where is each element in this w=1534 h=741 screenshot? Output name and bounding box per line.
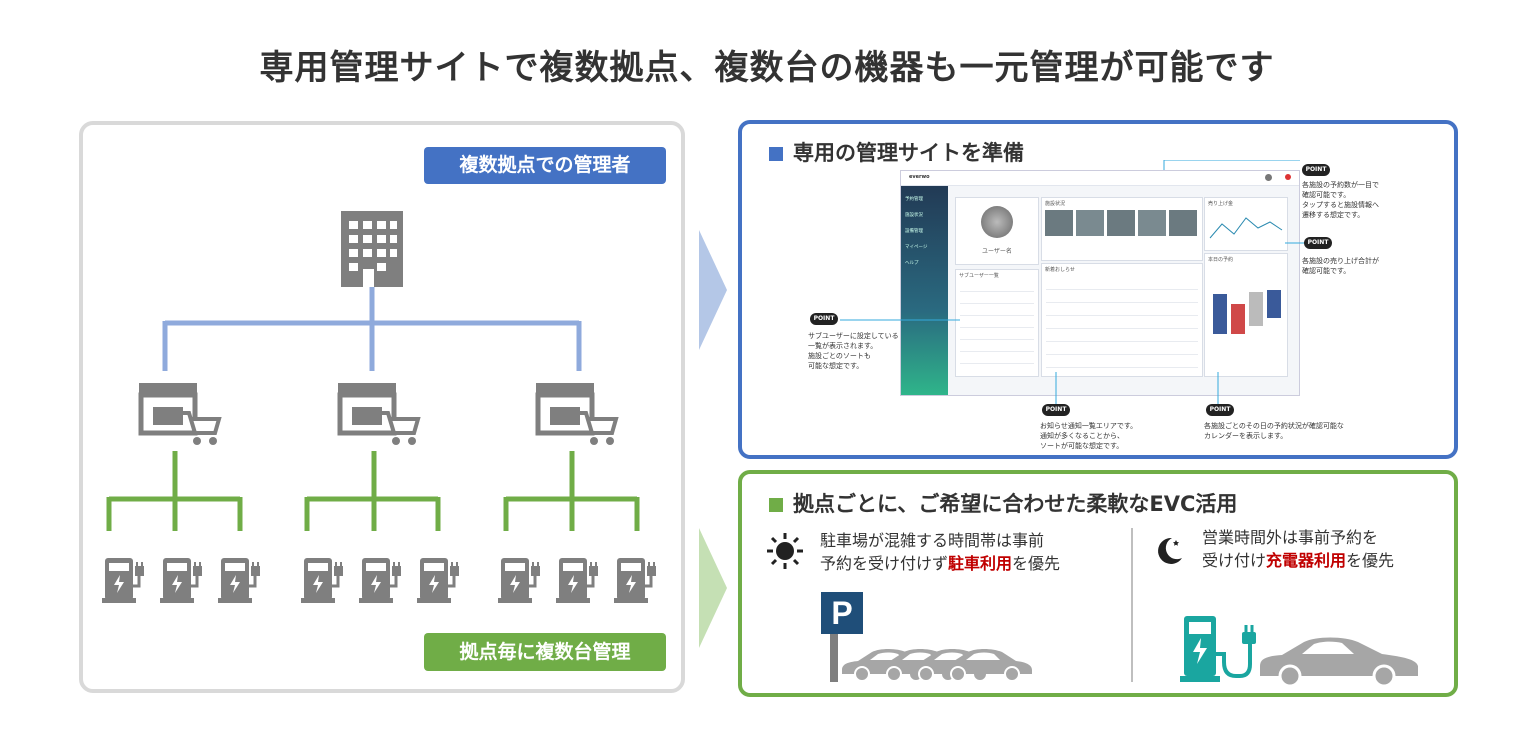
blue-tree-lines [162, 287, 582, 371]
peak-caption-pre: 予約を受け付けず [820, 554, 949, 573]
user-name: ユーザー名 [982, 248, 1012, 255]
ev-charging-icon [1180, 616, 1418, 686]
store-cart-icon [138, 383, 222, 445]
point-badge: POINT [1304, 237, 1332, 249]
ev-charger-icon [100, 556, 146, 605]
dashboard-logo: everwo [909, 174, 930, 180]
page-title: 専用管理サイトで複数拠点、複数台の機器も一元管理が可能です [259, 48, 1275, 88]
store-cart-icon [337, 383, 421, 445]
charger-icons [100, 556, 658, 605]
green-tree-lines [106, 451, 640, 531]
sidebar-item-mypage[interactable]: マイページ [905, 245, 928, 250]
after-hours-pre: 受け付け [1202, 551, 1267, 570]
note-news: お知らせ通知一覧エリアです。 通知が多くなることから、 ソートが可能な想定です。 [1040, 422, 1138, 450]
calendar-bar [1213, 294, 1227, 334]
subuser-list-title: サブユーザー一覧 [959, 273, 999, 279]
point-leader-lines [840, 160, 1305, 408]
ev-charger-icon [357, 556, 403, 605]
point-badge: POINT [1206, 404, 1234, 416]
ev-charger-icon [554, 556, 600, 605]
point-badge: POINT [1042, 404, 1070, 416]
sun-icon [767, 533, 803, 569]
divider [1131, 528, 1133, 682]
subuser-list-card: サブユーザー一覧 [955, 269, 1039, 377]
facility-thumbnail[interactable] [1076, 210, 1104, 236]
facility-thumbnail[interactable] [1169, 210, 1197, 236]
sidebar-item-equipment[interactable]: 設備管理 [905, 229, 923, 234]
peak-time-caption: 駐車場が混雑する時間帯は事前 予約を受け付けず駐車利用を優先 [820, 529, 1060, 575]
facility-status-card: 施設状況 [1041, 197, 1203, 261]
ev-charger-icon [612, 556, 658, 605]
sales-card: 売り上げ金 [1204, 197, 1288, 251]
arrow-right-blue-icon [699, 230, 727, 350]
today-calendar-title: 本日の予約 [1208, 257, 1234, 263]
news-card: 新着おしらせ [1041, 263, 1203, 377]
facility-thumbnail[interactable] [1138, 210, 1166, 236]
per-site-management-tag: 拠点毎に複数台管理 [424, 633, 666, 671]
calendar-bar [1249, 292, 1263, 326]
multi-site-panel [79, 121, 685, 693]
dashboard-sidebar: 予約管理 施設状況 設備管理 マイページ ヘルプ [901, 186, 948, 395]
peak-caption-line1: 駐車場が混雑する時間帯は事前 [820, 531, 1045, 550]
peak-caption-post: を優先 [1012, 554, 1061, 573]
sales-title: 売り上げ金 [1208, 201, 1234, 207]
flexible-evc-heading: 拠点ごとに、ご希望に合わせた柔軟なEVC活用 [769, 488, 1237, 518]
note-sales: 各施設の売り上げ合計が 確認可能です。 [1302, 257, 1379, 275]
multi-site-manager-tag: 複数拠点での管理者 [424, 147, 666, 184]
facility-thumbnail[interactable] [1045, 210, 1073, 236]
dashboard-header: everwo [901, 171, 1299, 186]
sidebar-item-reservations[interactable]: 予約管理 [905, 197, 923, 202]
calendar-bar [1231, 304, 1245, 334]
after-hours-post: を優先 [1346, 551, 1395, 570]
ev-charger-icon [158, 556, 204, 605]
today-calendar-card: 本日の予約 [1204, 253, 1288, 377]
note-subusers: サブユーザーに設定している 一覧が表示されます。 施設ごとのソートも 可能な想定… [808, 332, 899, 370]
facility-thumbnail[interactable] [1107, 210, 1135, 236]
facility-status-title: 施設状況 [1045, 201, 1066, 207]
charger-priority-highlight: 充電器利用 [1266, 551, 1347, 570]
parking-sign-pole [830, 634, 838, 682]
profile-card: ユーザー名 [955, 197, 1039, 265]
after-hours-line1: 営業時間外は事前予約を [1202, 528, 1379, 547]
user-avatar [981, 206, 1013, 238]
blue-square-icon [769, 147, 783, 161]
notification-icon[interactable] [1285, 174, 1291, 180]
news-rows[interactable] [1046, 278, 1198, 370]
sidebar-item-help[interactable]: ヘルプ [905, 261, 919, 266]
subuser-rows[interactable] [960, 282, 1034, 370]
flexible-evc-heading-text: 拠点ごとに、ご希望に合わせた柔軟なEVC活用 [793, 492, 1238, 516]
parked-cars-icon [841, 648, 1033, 682]
site-tree-diagram [100, 211, 658, 605]
avatar[interactable] [1265, 174, 1272, 181]
store-cart-icon [535, 383, 619, 445]
note-reservations: 各施設の予約数が一目で 確認可能です。 タップすると施設情報へ 遷移する想定です… [1302, 181, 1379, 219]
parking-priority-highlight: 駐車利用 [948, 554, 1013, 573]
admin-site-heading: 専用の管理サイトを準備 [769, 137, 1024, 167]
point-badge: POINT [810, 313, 838, 325]
after-hours-caption: 営業時間外は事前予約を 受け付け充電器利用を優先 [1202, 526, 1394, 572]
store-icons [138, 383, 619, 445]
note-calendar: 各施設ごとのその日の予約状況が確認可能な カレンダーを表示します。 [1204, 422, 1344, 440]
ev-charger-icon [299, 556, 345, 605]
green-square-icon [769, 498, 783, 512]
admin-site-heading-text: 専用の管理サイトを準備 [793, 141, 1024, 165]
flexible-evc-box [738, 470, 1458, 697]
office-building-icon [341, 211, 403, 287]
news-title: 新着おしらせ [1045, 267, 1075, 273]
calendar-bar [1267, 290, 1281, 318]
arrow-right-green-icon [699, 528, 727, 648]
sidebar-item-facility-status[interactable]: 施設状況 [905, 213, 923, 218]
parking-sign-icon: P [821, 592, 863, 634]
admin-dashboard-screenshot: everwo 予約管理 施設状況 設備管理 マイページ ヘルプ ユーザー名 施設… [900, 170, 1300, 396]
ev-charger-icon [496, 556, 542, 605]
moon-icon [1158, 537, 1182, 564]
ev-charger-icon [415, 556, 461, 605]
admin-site-box [738, 120, 1458, 459]
ev-charger-icon [216, 556, 262, 605]
point-badge: POINT [1302, 164, 1330, 176]
sales-line-chart [1209, 217, 1283, 239]
